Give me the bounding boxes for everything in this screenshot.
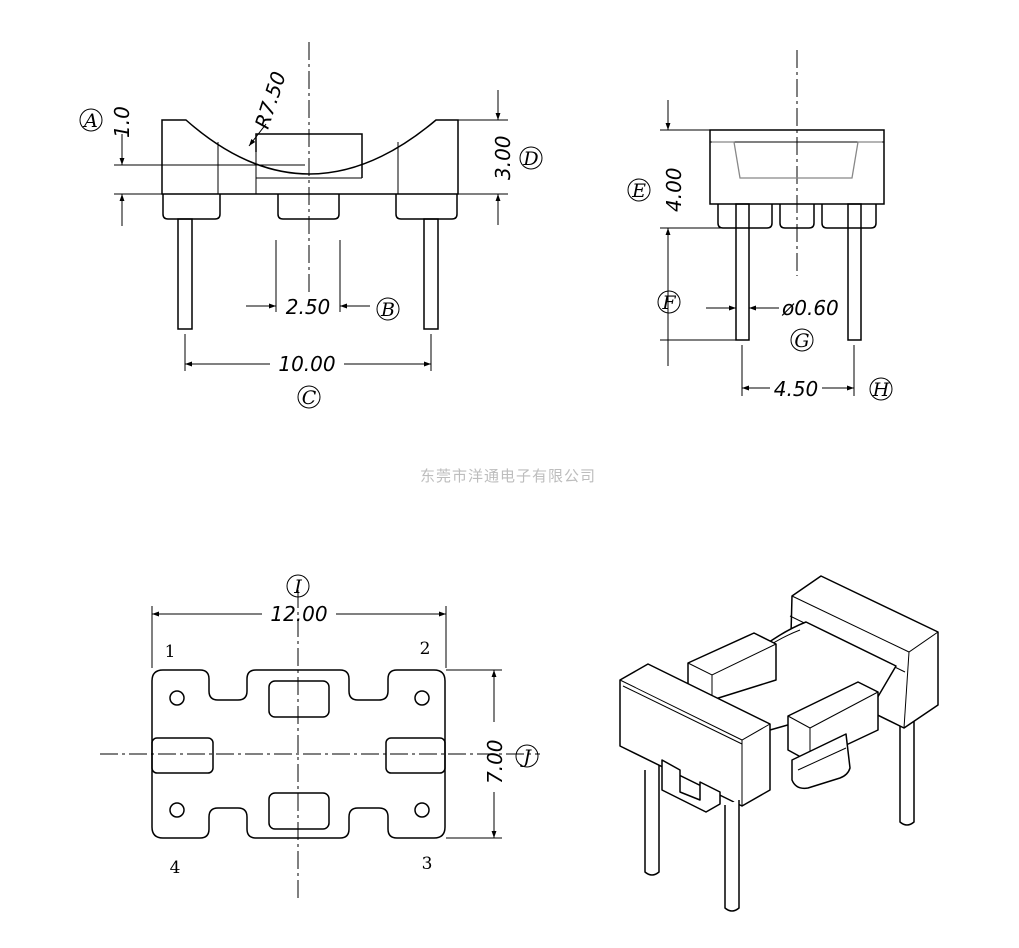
bubble-f: F [661,292,676,314]
dim-j: 7.00 [483,739,507,784]
bubble-c: C [302,387,317,409]
side-view: 4.00 E F ø0.60 G 4.50 H [627,50,893,401]
dim-e: 4.00 [662,167,686,212]
dim-b: 2.50 [286,295,331,319]
front-view: 1.0 A R7.50 3.00 D 2.50 B 10.00 C [79,42,543,409]
pin-number-4: 4 [170,858,181,878]
isometric-view [619,575,939,912]
bubble-a: A [82,110,98,132]
pin-number-3: 3 [422,854,433,874]
pin-number-1: 1 [165,642,176,662]
bubble-e: E [631,180,646,202]
dim-i: 12.00 [270,602,327,626]
pin-number-2: 2 [420,639,431,659]
bubble-d: D [522,148,538,170]
dim-g: ø0.60 [781,296,839,320]
dim-a: 1.0 [110,106,134,138]
bubble-i: I [293,576,302,598]
dim-h: 4.50 [774,377,819,401]
bubble-j: J [519,746,532,768]
dim-d: 3.00 [491,135,515,180]
dim-radius: R7.50 [250,69,291,132]
company-name: 东莞市洋通电子有限公司 [420,467,596,485]
bottom-view: 12.00 I 7.00 J 1 2 3 4 [100,574,540,900]
dim-c: 10.00 [278,352,335,376]
bubble-h: H [872,379,890,401]
bubble-b: B [380,299,395,321]
bubble-g: G [794,330,809,352]
